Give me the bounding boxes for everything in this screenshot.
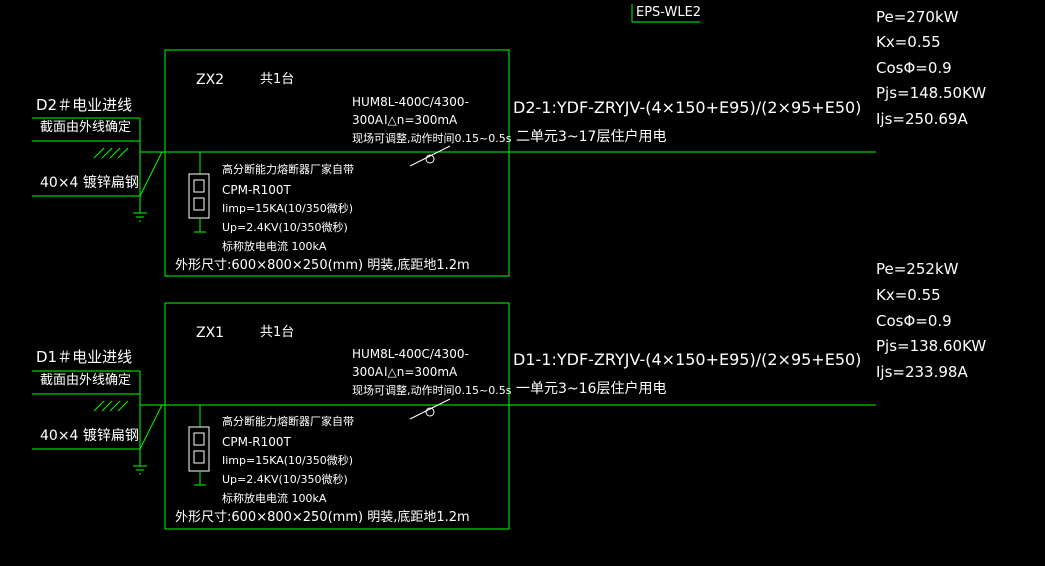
load-ijs-zx2: Ijs=250.69A bbox=[876, 110, 968, 128]
cable-tick-zx2 bbox=[109, 147, 121, 159]
breaker-ian-zx1: I△n=300mA bbox=[384, 365, 458, 379]
panel-name-zx2: ZX2 bbox=[196, 72, 225, 88]
load-pjs-zx2: Pjs=148.50KW bbox=[876, 84, 987, 102]
spd-rated-zx1: 标称放电电流 100kA bbox=[222, 492, 327, 505]
load-kx-zx2: Kx=0.55 bbox=[876, 33, 941, 51]
spd-box-zx1 bbox=[188, 426, 210, 472]
spd-imp-zx1: Iimp=15KA(10/350微秒) bbox=[222, 454, 354, 467]
spd-fuse-zx2 bbox=[193, 179, 205, 193]
load-pjs-zx1: Pjs=138.60KW bbox=[876, 337, 987, 355]
ground-label-zx1: 40×4 镀锌扁钢 bbox=[40, 428, 139, 444]
breaker-ian-zx2: I△n=300mA bbox=[384, 113, 458, 127]
load-pe-zx1: Pe=252kW bbox=[876, 260, 959, 278]
spd-model-zx1: CPM-R100T bbox=[222, 435, 291, 449]
ground-diagonal-zx2 bbox=[139, 151, 163, 197]
breaker-model-zx2: HUM8L-400C/4300- bbox=[352, 95, 469, 109]
panel-box-zx2 bbox=[164, 49, 510, 277]
size-note-zx1: 外形尺寸:600×800×250(mm) 明装,底距地1.2m bbox=[175, 510, 470, 525]
spd-up-zx2: Up=2.4KV(10/350微秒) bbox=[222, 221, 348, 234]
ground-diagonal-zx1 bbox=[139, 404, 163, 450]
panel-qty-zx2: 共1台 bbox=[260, 72, 295, 87]
breaker-pivot-zx2 bbox=[425, 154, 435, 164]
spd-model-zx2: CPM-R100T bbox=[222, 183, 291, 197]
cable-tick-zx1 bbox=[93, 400, 105, 412]
feeder-label-zx1: D1＃电业进线 bbox=[36, 348, 133, 366]
spd-box-zx2 bbox=[188, 173, 210, 219]
spd-title-zx1: 高分断能力熔断器厂家自带 bbox=[222, 415, 354, 428]
panel-name-zx1: ZX1 bbox=[196, 325, 225, 341]
spd-up-zx1: Up=2.4KV(10/350微秒) bbox=[222, 473, 348, 486]
spd-rated-zx2: 标称放电电流 100kA bbox=[222, 240, 327, 253]
ground-label-zx2: 40×4 镀锌扁钢 bbox=[40, 175, 139, 191]
breaker-model-zx1: HUM8L-400C/4300- bbox=[352, 347, 469, 361]
load-cos-zx2: CosΦ=0.9 bbox=[876, 59, 952, 77]
cable-spec-zx2: D2-1:YDF-ZRYJV-(4×150+E95)/(2×95+E50) bbox=[513, 98, 862, 117]
cable-spec-zx1: D1-1:YDF-ZRYJV-(4×150+E95)/(2×95+E50) bbox=[513, 350, 862, 369]
cable-tick-zx2 bbox=[101, 147, 113, 159]
breaker-note-zx2: 现场可调整,动作时间0.15~0.5s bbox=[352, 132, 512, 145]
load-pe-zx2: Pe=270kW bbox=[876, 8, 959, 26]
feeder-note-zx2: 截面由外线确定 bbox=[40, 120, 132, 135]
cable-tick-zx2 bbox=[93, 147, 105, 159]
feeder-note-zx1: 截面由外线确定 bbox=[40, 373, 132, 388]
breaker-note-zx1: 现场可调整,动作时间0.15~0.5s bbox=[352, 384, 512, 397]
breaker-contact-zx2 bbox=[409, 145, 451, 167]
breaker-rating-zx1: 300A bbox=[352, 365, 384, 379]
breaker-pivot-zx1 bbox=[425, 407, 435, 417]
panel-qty-zx1: 共1台 bbox=[260, 325, 295, 340]
load-cos-zx1: CosΦ=0.9 bbox=[876, 312, 952, 330]
cable-desc-zx2: 二单元3~17层住户用电 bbox=[516, 129, 667, 145]
eps-label: EPS-WLE2 bbox=[636, 5, 702, 20]
spd-arrester-zx2 bbox=[193, 197, 205, 211]
breaker-contact-zx1 bbox=[409, 398, 451, 420]
load-ijs-zx1: Ijs=233.98A bbox=[876, 363, 968, 381]
spd-fuse-zx1 bbox=[193, 432, 205, 446]
cable-tick-zx1 bbox=[117, 400, 129, 412]
spd-arrester-zx1 bbox=[193, 450, 205, 464]
feeder-label-zx2: D2＃电业进线 bbox=[36, 96, 133, 114]
panel-box-zx1 bbox=[164, 302, 510, 530]
cable-tick-zx2 bbox=[117, 147, 129, 159]
cable-tick-zx1 bbox=[101, 400, 113, 412]
load-kx-zx1: Kx=0.55 bbox=[876, 286, 941, 304]
spd-imp-zx2: Iimp=15KA(10/350微秒) bbox=[222, 202, 354, 215]
cable-tick-zx1 bbox=[109, 400, 121, 412]
size-note-zx2: 外形尺寸:600×800×250(mm) 明装,底距地1.2m bbox=[175, 258, 470, 273]
cable-desc-zx1: 一单元3~16层住户用电 bbox=[516, 381, 667, 397]
breaker-rating-zx2: 300A bbox=[352, 113, 384, 127]
spd-title-zx2: 高分断能力熔断器厂家自带 bbox=[222, 163, 354, 176]
